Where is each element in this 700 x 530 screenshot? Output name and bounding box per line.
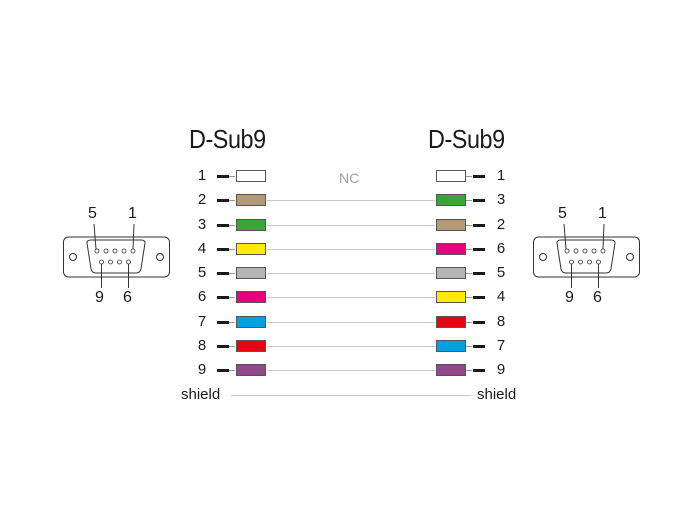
right-wire-color-box [436, 170, 466, 182]
left-wire-color-box [236, 340, 266, 352]
right-pin-number: 2 [496, 216, 506, 233]
db9-connector-icon [533, 223, 640, 288]
left-pin-number: 5 [197, 264, 207, 281]
left-wire-color-box [236, 194, 266, 206]
left-pin-number: 4 [197, 240, 207, 257]
right-wire-color-box [436, 291, 466, 303]
left-pin-dash [217, 321, 229, 324]
left-wire-color-box [236, 364, 266, 376]
left-pin-lead [229, 200, 235, 201]
right-pin-lead [466, 297, 472, 298]
right-conn-pin-6-label: 6 [593, 289, 602, 306]
left-pin-number: 7 [197, 313, 207, 330]
wire-connection [267, 225, 435, 226]
left-pin-lead [229, 297, 235, 298]
shield-label-right: shield [477, 386, 517, 403]
nc-label: NC [339, 170, 360, 186]
right-pin-number: 8 [496, 313, 506, 330]
left-conn-pin-9-label: 9 [95, 289, 104, 306]
right-pin-lead [466, 273, 472, 274]
left-conn-pin-5-label: 5 [88, 205, 97, 222]
right-pin-number: 1 [496, 167, 506, 184]
right-db9-connector: 5 1 9 6 [533, 205, 643, 310]
left-pin-dash [217, 369, 229, 372]
right-pin-number: 6 [496, 240, 506, 257]
left-pin-number: 2 [197, 191, 207, 208]
left-db9-connector: 5 1 9 6 [63, 205, 173, 310]
right-connector-title: D-Sub9 [428, 124, 505, 154]
left-wire-color-box [236, 170, 266, 182]
left-pin-lead [229, 370, 235, 371]
left-wire-color-box [236, 316, 266, 328]
wire-connection [267, 346, 435, 347]
wire-connection [267, 249, 435, 250]
wire-connection [267, 200, 435, 201]
wire-connection [267, 273, 435, 274]
left-pin-number: 3 [197, 216, 207, 233]
right-pin-lead [466, 249, 472, 250]
right-pin-dash [473, 248, 485, 251]
right-pin-dash [473, 369, 485, 372]
right-wire-color-box [436, 194, 466, 206]
left-pin-dash [217, 345, 229, 348]
left-wire-color-box [236, 219, 266, 231]
wire-connection [267, 322, 435, 323]
left-pin-dash [217, 272, 229, 275]
right-wire-color-box [436, 267, 466, 279]
left-conn-pin-1-label: 1 [128, 205, 137, 222]
right-pin-lead [466, 346, 472, 347]
wire-connection [267, 370, 435, 371]
left-pin-number: 9 [197, 361, 207, 378]
shield-label-left: shield [181, 386, 221, 403]
left-wire-color-box [236, 267, 266, 279]
right-wire-color-box [436, 243, 466, 255]
left-connector-title: D-Sub9 [189, 124, 266, 154]
left-pin-lead [229, 249, 235, 250]
right-pin-dash [473, 321, 485, 324]
right-wire-color-box [436, 219, 466, 231]
shield-wire [231, 395, 471, 396]
right-pin-dash [473, 224, 485, 227]
left-pin-dash [217, 175, 229, 178]
right-pin-number: 9 [496, 361, 506, 378]
right-wire-color-box [436, 340, 466, 352]
right-pin-lead [466, 322, 472, 323]
right-pin-dash [473, 272, 485, 275]
left-conn-pin-6-label: 6 [123, 289, 132, 306]
left-pin-lead [229, 273, 235, 274]
right-conn-pin-1-label: 1 [598, 205, 607, 222]
right-wire-color-box [436, 364, 466, 376]
left-pin-dash [217, 296, 229, 299]
right-pin-dash [473, 175, 485, 178]
left-pin-lead [229, 176, 235, 177]
right-conn-pin-5-label: 5 [558, 205, 567, 222]
left-pin-lead [229, 225, 235, 226]
db9-connector-icon [63, 223, 170, 288]
left-pin-lead [229, 346, 235, 347]
left-pin-number: 1 [197, 167, 207, 184]
right-wire-color-box [436, 316, 466, 328]
left-pin-number: 8 [197, 337, 207, 354]
right-pin-lead [466, 200, 472, 201]
right-pin-number: 5 [496, 264, 506, 281]
right-pin-number: 3 [496, 191, 506, 208]
right-pin-lead [466, 176, 472, 177]
wire-connection [267, 297, 435, 298]
left-pin-number: 6 [197, 288, 207, 305]
right-pin-lead [466, 225, 472, 226]
right-pin-number: 4 [496, 288, 506, 305]
right-pin-dash [473, 345, 485, 348]
right-pin-lead [466, 370, 472, 371]
right-conn-pin-9-label: 9 [565, 289, 574, 306]
right-pin-number: 7 [496, 337, 506, 354]
left-pin-lead [229, 322, 235, 323]
right-pin-dash [473, 296, 485, 299]
left-wire-color-box [236, 243, 266, 255]
right-pin-dash [473, 199, 485, 202]
left-pin-dash [217, 199, 229, 202]
left-pin-dash [217, 224, 229, 227]
left-pin-dash [217, 248, 229, 251]
left-wire-color-box [236, 291, 266, 303]
